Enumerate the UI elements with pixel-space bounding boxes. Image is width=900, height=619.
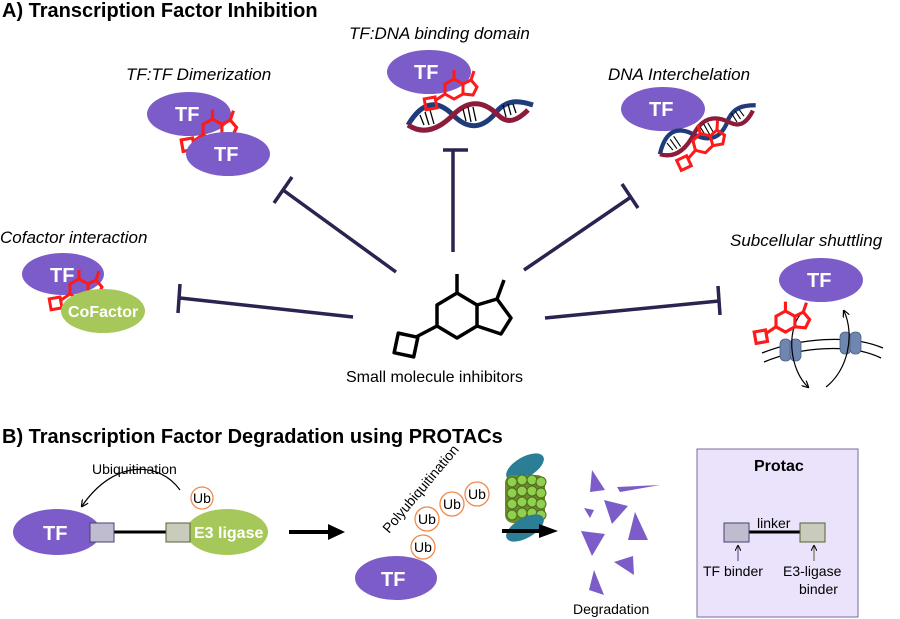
process-arrow <box>502 524 558 538</box>
tf-protein <box>355 556 437 600</box>
small-molecule-label: Small molecule inhibitors <box>346 369 523 386</box>
interchelation-label: DNA Interchelation <box>608 65 750 84</box>
dna-binding-label: TF:DNA binding domain <box>349 24 530 43</box>
export-arrow <box>825 311 849 388</box>
interchelation-panel: DNA Interchelation TF <box>608 65 762 173</box>
inhibition-arrow-cofactor <box>176 283 354 319</box>
small-molecule-structure-icon <box>392 274 513 359</box>
tf-binder-block <box>89 522 115 543</box>
protac-tf-binder-label: TF binder <box>703 563 763 579</box>
dimerization-panel: TF:TF Dimerization TF TF <box>126 65 271 176</box>
shuttling-label: Subcellular shuttling <box>730 231 883 250</box>
tf-label: TF <box>43 523 67 545</box>
cofactor-protein <box>61 289 145 333</box>
nuclear-pore-icon <box>779 338 802 362</box>
tf-label: TF <box>414 62 438 84</box>
ub-label: Ub <box>193 490 211 506</box>
dna-binding-panel: TF:DNA binding domain TF <box>349 24 533 130</box>
inhibition-arrow-shuttling <box>544 285 722 320</box>
shuttling-panel: Subcellular shuttling TF <box>730 231 884 388</box>
inhibition-arrow-interchelation <box>523 183 640 272</box>
inhibition-arrow-dimerization <box>272 176 398 274</box>
tf-label: TF <box>649 99 673 121</box>
membrane-line <box>761 338 884 354</box>
inhibition-arrow-dna-binding <box>443 148 468 252</box>
tf-label: TF <box>175 104 199 126</box>
degraded-fragments-icon <box>581 470 660 595</box>
ubiquitin-circle <box>190 486 214 510</box>
process-arrow <box>289 524 345 540</box>
tf-protein <box>621 87 705 131</box>
e3-binder-block <box>165 522 191 543</box>
protac-complex: TF E3 ligase Ub Ubiquitination <box>13 461 268 555</box>
ub-label: Ub <box>418 511 436 527</box>
inhibitor-molecule-icon <box>752 300 812 345</box>
ubiquitin-circle <box>414 506 440 532</box>
protac-title: Protac <box>754 458 804 475</box>
protac-tf-binder-block <box>723 522 750 543</box>
ub-label: Ub <box>414 539 432 555</box>
section-a-title: A) Transcription Factor Inhibition <box>2 0 318 22</box>
e3-ligase-label: E3 ligase <box>194 525 263 542</box>
tf-protein <box>779 258 863 302</box>
protac-legend-box: Protac linker TF binder E3-ligase binder <box>696 448 859 618</box>
ubiquitin-circle <box>410 534 436 560</box>
dimerization-label: TF:TF Dimerization <box>126 65 271 84</box>
tf-protein-1 <box>147 92 231 136</box>
tf-label: TF <box>807 270 831 292</box>
ub-label: Ub <box>443 496 461 512</box>
membrane-line <box>763 347 882 363</box>
cofactor-panel: Cofactor interaction TF CoFactor <box>0 228 147 333</box>
degradation-label: Degradation <box>573 601 649 617</box>
protac-e3-binder-block <box>799 522 826 543</box>
section-b-title: B) Transcription Factor Degradation usin… <box>2 426 503 448</box>
nuclear-pore-icon <box>839 331 862 355</box>
cofactor-label: Cofactor interaction <box>0 228 147 247</box>
tf-label: TF <box>381 569 405 591</box>
protac-linker-label: linker <box>757 515 791 531</box>
ubiquitination-arrow <box>82 468 181 506</box>
polyubiquitinated-tf: TF Ub Ub Ub Ub Polyubiquitination <box>355 442 490 600</box>
ub-label: Ub <box>468 486 486 502</box>
cofactor-text: CoFactor <box>68 304 138 321</box>
tf-label: TF <box>214 144 238 166</box>
tf-protein-2 <box>186 132 270 176</box>
ubiquitin-circle <box>464 481 490 507</box>
e3-ligase-protein <box>186 509 268 555</box>
protac-e3-binder-label-line2: binder <box>799 581 838 597</box>
tf-protein <box>387 50 471 94</box>
import-arrow <box>791 310 808 387</box>
ubiquitin-circle <box>439 491 465 517</box>
proteasome-icon <box>505 453 547 542</box>
protac-e3-binder-label-line1: E3-ligase <box>783 563 842 579</box>
tf-label: TF <box>50 265 74 287</box>
tf-protein <box>13 509 101 555</box>
tf-protein <box>22 253 104 295</box>
ubiquitination-label: Ubiquitination <box>92 461 177 477</box>
